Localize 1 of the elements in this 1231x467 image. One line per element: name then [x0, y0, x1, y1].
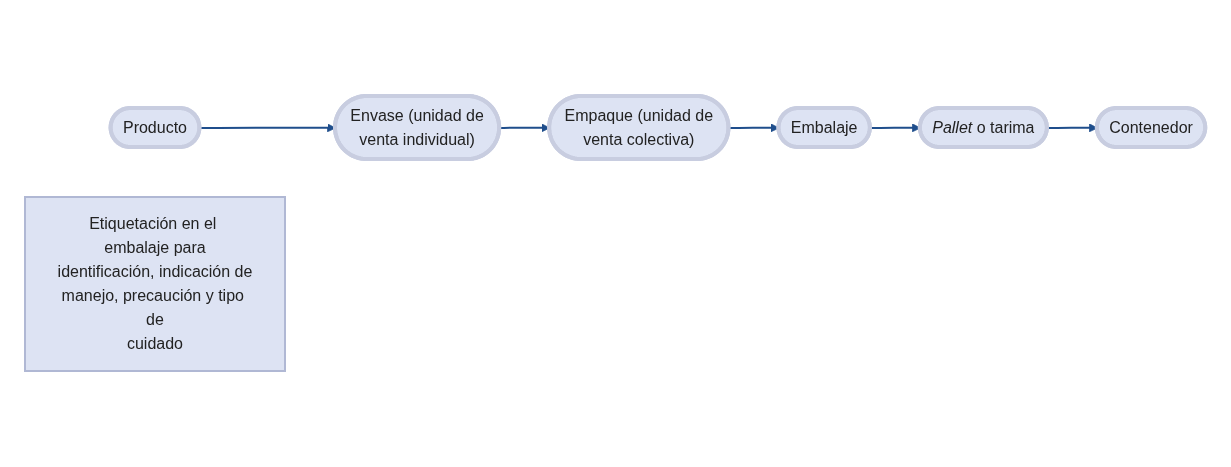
- node-box: Etiquetación en el embalaje para identificación, indicación de manejo, precaución y tipo de cuidado: [24, 196, 287, 372]
